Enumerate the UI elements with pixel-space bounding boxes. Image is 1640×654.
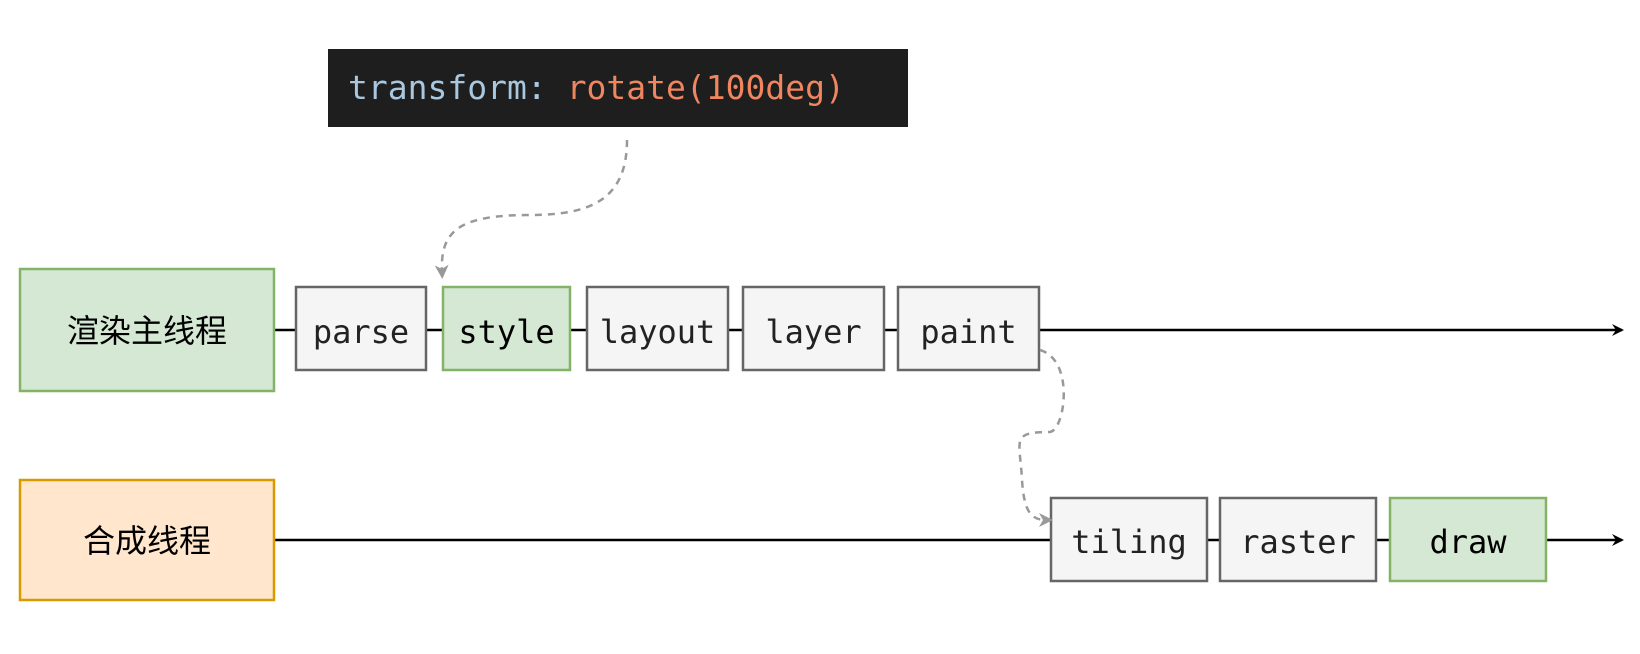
step-layout-box [585,285,730,372]
step-layer: layer [741,285,886,372]
step-draw-box [1388,496,1548,583]
step-tiling-label: tiling [1071,523,1187,561]
step-paint-label: paint [920,313,1016,351]
step-draw-label: draw [1429,523,1507,561]
main-thread-box: 渲染主线程 [18,267,276,393]
step-parse-box [294,285,428,372]
step-paint-box [896,285,1041,372]
code-snippet-text: transform: rotate(100deg) [348,68,845,107]
step-draw: draw [1388,496,1548,583]
step-tiling-box [1049,496,1209,583]
step-raster-box [1218,496,1378,583]
code-snippet-background [328,49,908,127]
connector-code-to-style [434,139,629,279]
step-raster-label: raster [1240,523,1356,561]
step-style-label: style [458,313,554,351]
step-paint: paint [896,285,1041,372]
step-style: style [441,285,572,372]
connector-paint-to-tiling [1018,348,1065,527]
step-tiling: tiling [1049,496,1209,583]
step-layout-label: layout [600,313,716,351]
step-parse-label: parse [313,313,409,351]
code-snippet: transform: rotate(100deg) [328,49,908,127]
compositor-thread-label: 合成线程 [83,522,211,560]
step-layer-label: layer [765,313,861,351]
step-raster: raster [1218,496,1378,583]
step-style-box [441,285,572,372]
main-thread-label: 渲染主线程 [67,312,227,350]
code-property: transform: [348,68,547,107]
code-value: rotate(100deg) [567,68,845,107]
step-parse: parse [294,285,428,372]
step-layout: layout [585,285,730,372]
compositor-thread-box: 合成线程 [18,478,276,602]
step-layer-box [741,285,886,372]
